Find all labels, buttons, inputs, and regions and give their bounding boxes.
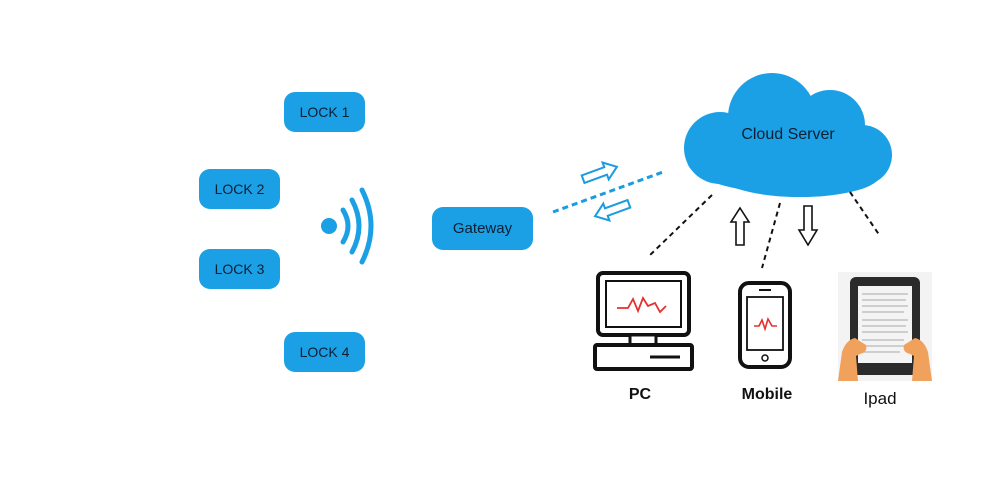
lock-4-label: LOCK 4 [299,344,350,360]
arrow-up-icon [729,206,751,246]
pc-icon [593,271,694,371]
lock-1-label: LOCK 1 [299,104,350,120]
arrow-down-icon [797,205,819,247]
arrow-up-right-icon [580,160,619,185]
gateway-node: Gateway [432,207,533,250]
cloud-server-label: Cloud Server [741,126,835,143]
ipad-label: Ipad [863,389,897,408]
cloud-icon [684,73,892,197]
left-hand-icon [838,338,867,381]
lock-1-node: LOCK 1 [284,92,365,132]
mobile-label: Mobile [741,386,793,403]
lock-2-node: LOCK 2 [199,169,280,209]
lock-4-node: LOCK 4 [284,332,365,372]
mobile-icon [738,281,792,369]
right-hand-icon [903,338,932,381]
pc-label: PC [628,386,652,403]
gateway-label: Gateway [452,220,513,237]
lock-2-label: LOCK 2 [214,181,265,197]
cloud-device-links [647,191,881,269]
wireless-signal-icon [321,187,374,265]
lock-3-node: LOCK 3 [199,249,280,289]
arrow-down-left-icon [593,198,632,223]
ipad-icon [838,272,932,381]
gateway-cloud-link [552,160,664,223]
lock-3-label: LOCK 3 [214,261,265,277]
